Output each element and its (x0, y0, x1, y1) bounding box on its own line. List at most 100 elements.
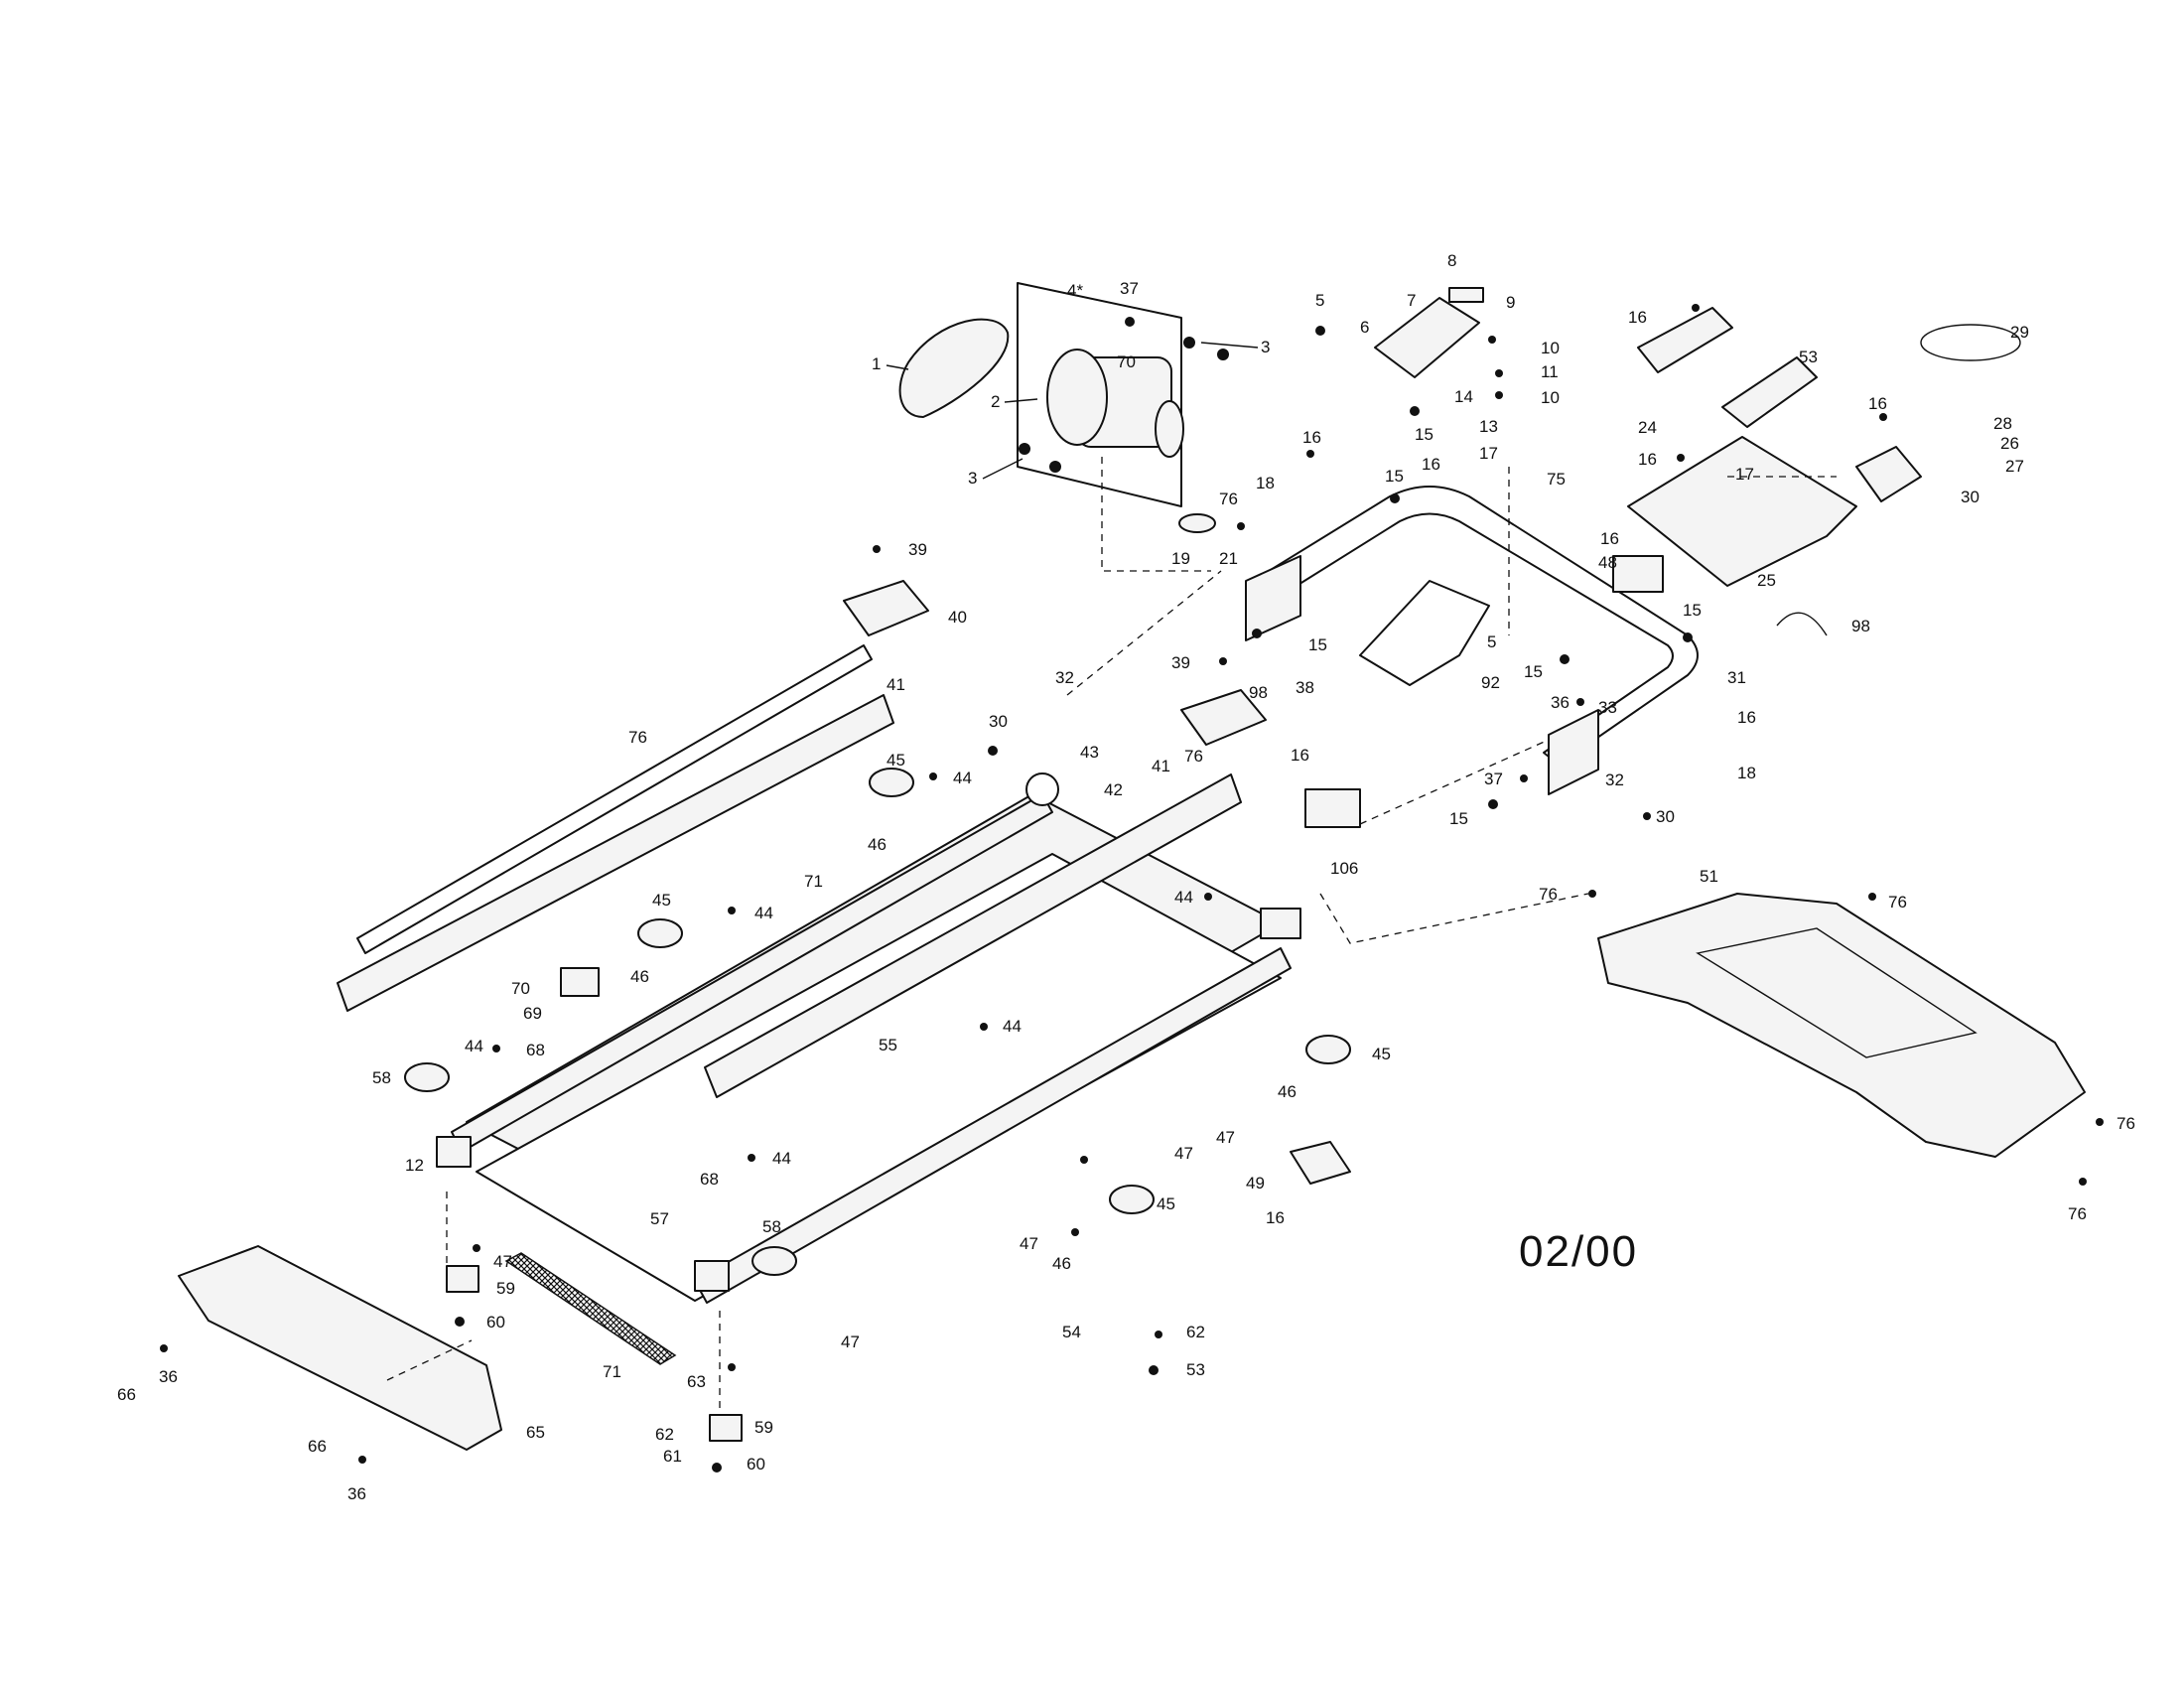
base-frame (1260, 486, 1699, 766)
callout-16-g: 16 (1638, 450, 1657, 469)
callout-33-b: 32 (1605, 771, 1624, 789)
date-code: 02/00 (1519, 1227, 1638, 1276)
callout-3-lower: 3 (968, 469, 977, 488)
rail-endcap-left (843, 580, 929, 636)
callout-36-a: 36 (1551, 693, 1570, 712)
callout-64: 65 (526, 1423, 545, 1442)
callout-10-b: 10 (1541, 388, 1560, 407)
callout-71: 71 (804, 872, 823, 891)
callout-59-b: 59 (754, 1418, 773, 1437)
motor-group (898, 282, 1484, 533)
rear-endcap (178, 1245, 502, 1451)
callout-65-b: 66 (308, 1437, 327, 1456)
rear-roller-left-end (436, 1136, 472, 1168)
callout-38: 38 (1296, 678, 1314, 697)
callout-1: 1 (872, 354, 881, 373)
incline-bracket (1359, 580, 1490, 686)
callout-8: 8 (1447, 251, 1456, 270)
callout-47-e: 47 (841, 1333, 860, 1351)
callout-14: 14 (1454, 387, 1473, 406)
callout-39-a: 39 (908, 540, 927, 559)
callout-28: 28 (1993, 414, 2012, 433)
part-callouts: 1 2 3 3 4* 70 37 19 21 76 5 6 7 8 9 10 1… (117, 251, 2135, 1503)
callout-11: 11 (1541, 362, 1559, 381)
callout-15-a: 15 (1415, 425, 1433, 444)
rear-wear-strip (504, 1252, 677, 1365)
callout-45-a: 45 (887, 751, 905, 770)
wire-harness-98 (1776, 612, 1828, 636)
callout-43: 43 (1080, 743, 1099, 762)
motor-hood-group (1597, 893, 2086, 1158)
callout-106: 106 (1330, 859, 1358, 878)
callout-15-d: 15 (1524, 662, 1543, 681)
drive-belt (898, 318, 1010, 418)
callout-13: 13 (1479, 417, 1498, 436)
callout-26: 26 (2000, 434, 2019, 453)
front-roller-pulley (1025, 772, 1059, 806)
callout-16-d: 16 (1737, 708, 1756, 727)
callout-7: 7 (1407, 291, 1416, 310)
callout-76-c: 76 (1888, 893, 1907, 912)
callout-67: 71 (603, 1362, 621, 1381)
callout-15-c: 15 (1308, 635, 1327, 654)
callout-29: 27 (2005, 457, 2024, 476)
callout-44-c: 44 (465, 1037, 483, 1055)
callout-5: 5 (1315, 291, 1324, 310)
callout-2: 2 (991, 392, 1000, 411)
right-frame-rail (694, 947, 1292, 1304)
callout-24: 24 (1638, 418, 1657, 437)
callout-48: 48 (1598, 553, 1617, 572)
callout-31: 31 (1727, 668, 1746, 687)
assembly-leader-lines (386, 457, 1837, 1410)
incline-motor (1374, 297, 1480, 378)
callout-35: 33 (1598, 698, 1617, 717)
callout-44-b: 44 (754, 904, 773, 922)
callout-60-b: 60 (747, 1455, 765, 1474)
callout-18-a: 18 (1256, 474, 1275, 492)
callout-46-a: 46 (868, 835, 887, 854)
callout-75-b: 76 (1184, 747, 1203, 766)
leveling-foot-right (709, 1414, 743, 1442)
deck-frame-group (178, 580, 1351, 1451)
callout-81: 92 (1481, 673, 1500, 692)
controller-plate (1627, 436, 1857, 587)
callout-16-e: 16 (1291, 746, 1309, 765)
callout-16-b: 16 (1422, 455, 1440, 474)
callout-62-b: 62 (1186, 1323, 1205, 1341)
choke-106 (1304, 788, 1361, 828)
callout-68-a: 68 (526, 1041, 545, 1059)
callout-19: 17 (1479, 444, 1498, 463)
callout-98: 98 (1851, 617, 1870, 635)
callout-53: 53 (1186, 1360, 1205, 1379)
callout-16-a: 16 (1302, 428, 1321, 447)
fasteners (160, 304, 2104, 1473)
rail-endcap-right (1180, 689, 1267, 746)
deck-isolator-f (751, 1246, 797, 1276)
left-side-rail (337, 694, 894, 1012)
callout-9: 9 (1506, 293, 1515, 312)
callout-30: 30 (1961, 488, 1979, 506)
callout-16-f: 16 (1628, 308, 1647, 327)
power-cord (1920, 324, 2021, 361)
callout-41-b: 41 (1152, 757, 1170, 775)
callout-59-a: 59 (496, 1279, 515, 1298)
motor-pulley (1046, 349, 1108, 446)
callout-44-d: 44 (1174, 888, 1193, 907)
bracket-48 (1612, 555, 1664, 593)
motor-hood-recess (1696, 927, 1978, 1058)
callout-58-a: 58 (372, 1068, 391, 1087)
callout-76-a: 76 (1219, 490, 1238, 508)
callout-3: 3 (1261, 338, 1270, 356)
callout-37-b: 37 (1484, 770, 1503, 788)
callout-12: 12 (405, 1156, 424, 1175)
rear-frame-tube (1245, 555, 1301, 641)
callout-15-b: 15 (1385, 467, 1404, 486)
callout-57: 57 (650, 1209, 669, 1228)
callout-40: 40 (948, 608, 967, 627)
callout-47-a: 47 (1216, 1128, 1235, 1147)
right-side-rail (704, 773, 1242, 1098)
callout-36-c: 36 (347, 1484, 366, 1503)
deck-isolator-e (404, 1062, 450, 1092)
callout-47-b: 47 (1174, 1144, 1193, 1163)
